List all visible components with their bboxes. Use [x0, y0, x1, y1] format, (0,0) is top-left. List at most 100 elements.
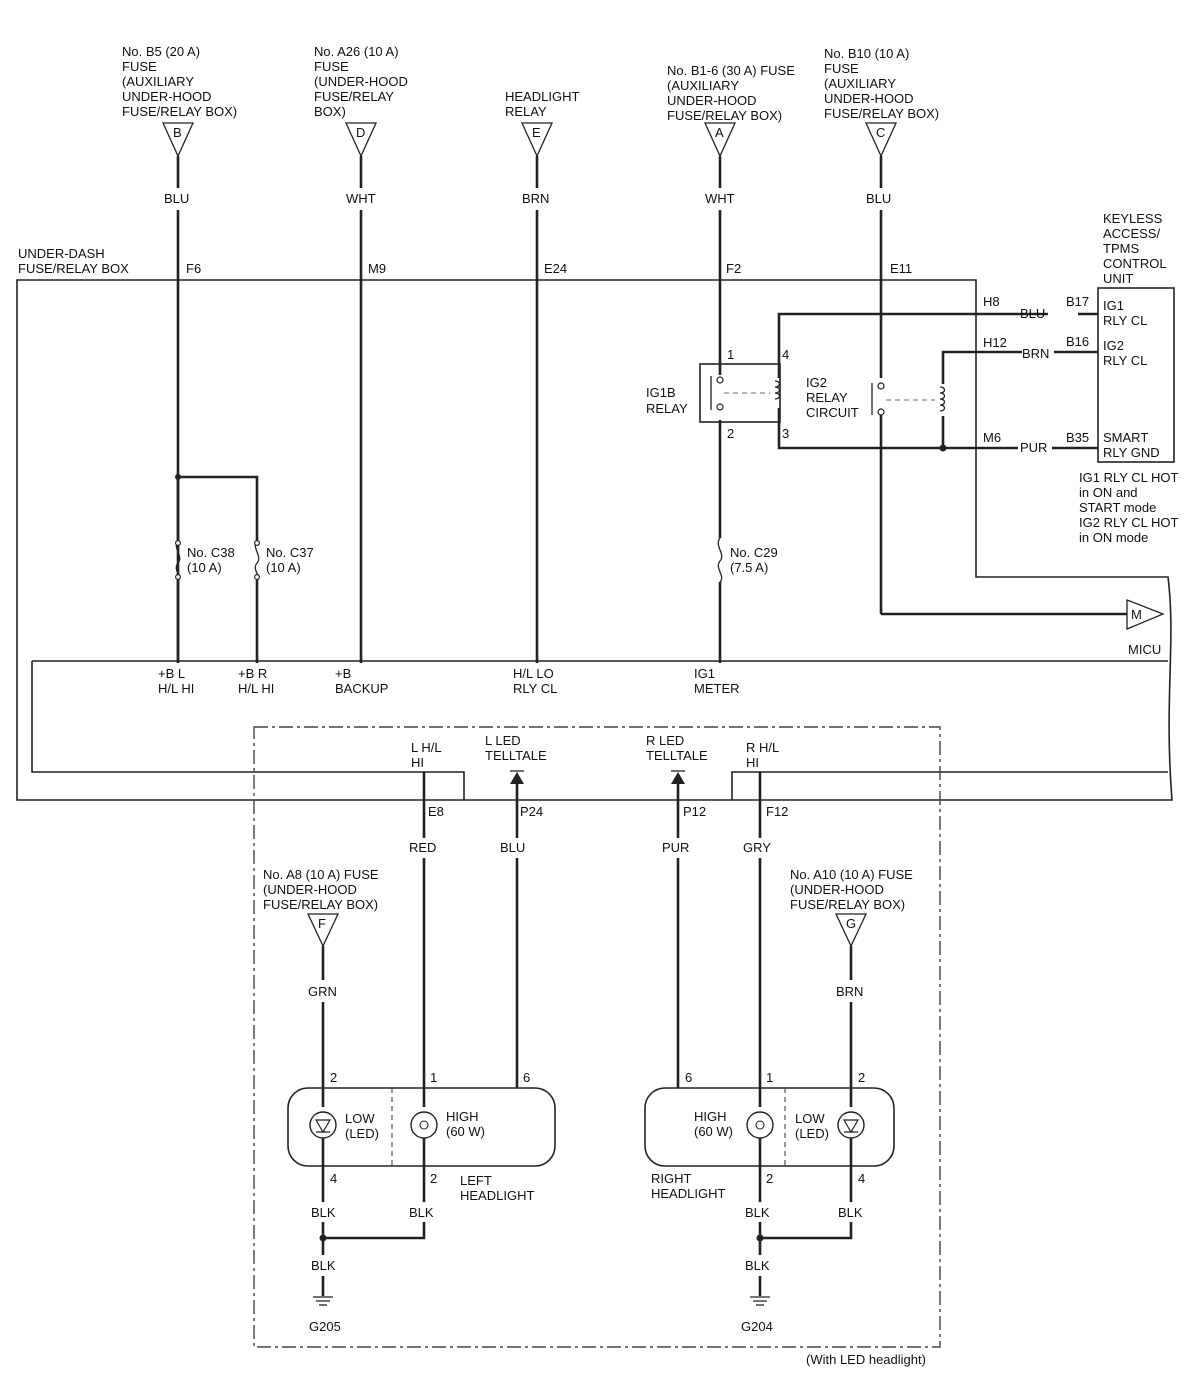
svg-text:RIGHT: RIGHT [651, 1171, 692, 1186]
pin-label: B17 [1066, 294, 1089, 309]
svg-text:ACCESS/: ACCESS/ [1103, 226, 1160, 241]
svg-text:HEADLIGHT: HEADLIGHT [651, 1186, 725, 1201]
source-b10-fuse: No. B10 (10 A) FUSE (AUXILIARY UNDER-HOO… [824, 46, 939, 276]
svg-text:No. B1-6 (30 A) FUSE: No. B1-6 (30 A) FUSE [667, 63, 795, 78]
pin-label: M6 [983, 430, 1001, 445]
svg-text:(60 W): (60 W) [446, 1124, 485, 1139]
svg-text:3: 3 [782, 426, 789, 441]
pin-label: P24 [520, 804, 543, 819]
svg-text:CIRCUIT: CIRCUIT [806, 405, 859, 420]
svg-text:KEYLESS: KEYLESS [1103, 211, 1163, 226]
wire-color-label: BLU [164, 191, 189, 206]
pin-label: M9 [368, 261, 386, 276]
wire-color-label: BRN [836, 984, 863, 999]
svg-text:in ON mode: in ON mode [1079, 530, 1148, 545]
wire-color-label: RED [409, 840, 436, 855]
svg-text:IG2: IG2 [1103, 338, 1124, 353]
svg-text:IG1: IG1 [1103, 298, 1124, 313]
svg-text:FUSE/RELAY BOX): FUSE/RELAY BOX) [667, 108, 782, 123]
svg-text:+B: +B [335, 666, 351, 681]
svg-text:2: 2 [858, 1070, 865, 1085]
svg-text:LOW: LOW [345, 1111, 375, 1126]
svg-text:(AUXILIARY: (AUXILIARY [824, 76, 896, 91]
svg-text:1: 1 [727, 347, 734, 362]
ground-label: G205 [309, 1319, 341, 1334]
svg-text:UNDER-HOOD: UNDER-HOOD [824, 91, 914, 106]
svg-text:(LED): (LED) [795, 1126, 829, 1141]
svg-text:4: 4 [330, 1171, 337, 1186]
source-a8-fuse: No. A8 (10 A) FUSE (UNDER-HOOD FUSE/RELA… [263, 867, 379, 999]
svg-text:D: D [356, 125, 365, 140]
svg-text:(UNDER-HOOD: (UNDER-HOOD [314, 74, 408, 89]
wire-color-label: BLK [311, 1205, 336, 1220]
left-headlight: 2 1 6 LOW (LED) HIGH (60 W) 4 2 LEFT HEA… [287, 1070, 556, 1334]
l-led-telltale-diode-icon [510, 770, 524, 784]
svg-text:UNDER-HOOD: UNDER-HOOD [667, 93, 757, 108]
connector-triangle [161, 122, 195, 158]
svg-text:H/L LO: H/L LO [513, 666, 554, 681]
pin-label: F12 [766, 804, 788, 819]
svg-text:F: F [318, 916, 326, 931]
svg-text:H/L HI: H/L HI [238, 681, 274, 696]
svg-text:FUSE/RELAY BOX): FUSE/RELAY BOX) [263, 897, 378, 912]
svg-text:RLY CL: RLY CL [1103, 313, 1147, 328]
connector-triangle [520, 122, 554, 158]
wire-color-label: BLU [866, 191, 891, 206]
under-dash-fuse-relay-box: UNDER-DASH FUSE/RELAY BOX [16, 246, 1173, 801]
wire-color-label: WHT [705, 191, 735, 206]
svg-text:UNDER-HOOD: UNDER-HOOD [122, 89, 212, 104]
svg-text:(AUXILIARY: (AUXILIARY [667, 78, 739, 93]
wire-color-label: WHT [346, 191, 376, 206]
svg-text:UNIT: UNIT [1103, 271, 1133, 286]
svg-text:HIGH: HIGH [446, 1109, 479, 1124]
pin-label: P12 [683, 804, 706, 819]
wire-color-label: BLK [745, 1205, 770, 1220]
pin-label: E8 [428, 804, 444, 819]
svg-text:FUSE/RELAY BOX): FUSE/RELAY BOX) [790, 897, 905, 912]
svg-text:(AUXILIARY: (AUXILIARY [122, 74, 194, 89]
svg-text:MICU: MICU [1128, 642, 1161, 657]
pin-label: E11 [890, 261, 912, 276]
connector-triangle [344, 122, 378, 158]
svg-text:No. B5 (20 A): No. B5 (20 A) [122, 44, 200, 59]
svg-text:RELAY: RELAY [646, 401, 688, 416]
lower-output-labels: L H/L HI L LED TELLTALE R LED TELLTALE R… [409, 733, 788, 855]
fuse-c38: No. C38 (10 A) [175, 477, 235, 663]
svg-text:IG2 RLY CL HOT: IG2 RLY CL HOT [1079, 515, 1179, 530]
svg-text:FUSE: FUSE [824, 61, 859, 76]
svg-text:TELLTALE: TELLTALE [646, 748, 708, 763]
wire-color-label: BRN [522, 191, 549, 206]
led-headlight-option-boundary [253, 726, 941, 1348]
svg-text:6: 6 [523, 1070, 530, 1085]
svg-text:No. A10 (10 A) FUSE: No. A10 (10 A) FUSE [790, 867, 913, 882]
pin-label: H8 [983, 294, 1000, 309]
svg-text:(7.5 A): (7.5 A) [730, 560, 768, 575]
svg-text:B: B [173, 125, 182, 140]
svg-text:+B L: +B L [158, 666, 185, 681]
pin-label: H12 [983, 335, 1007, 350]
source-b1-6-fuse: No. B1-6 (30 A) FUSE (AUXILIARY UNDER-HO… [667, 63, 795, 276]
bulb-icon [410, 1111, 438, 1139]
wire-color-label: GRY [743, 840, 771, 855]
source-a10-fuse: No. A10 (10 A) FUSE (UNDER-HOOD FUSE/REL… [790, 867, 913, 999]
wire-color-label: BLU [500, 840, 525, 855]
svg-text:+B R: +B R [238, 666, 267, 681]
micu-inner-labels: +B L H/L HI +B R H/L HI +B BACKUP H/L LO… [158, 666, 740, 696]
svg-text:TPMS: TPMS [1103, 241, 1139, 256]
wire-color-label: BLU [1020, 306, 1045, 321]
svg-text:FUSE/RELAY: FUSE/RELAY [314, 89, 394, 104]
footnote: (With LED headlight) [806, 1352, 926, 1367]
svg-text:L LED: L LED [485, 733, 521, 748]
wire-color-label: PUR [1020, 440, 1047, 455]
connector-triangle [864, 122, 898, 158]
svg-text:(UNDER-HOOD: (UNDER-HOOD [790, 882, 884, 897]
svg-text:IG1B: IG1B [646, 385, 676, 400]
right-headlight: 6 1 2 HIGH (60 W) LOW (LED) 2 4 RIGHT HE… [644, 1070, 895, 1334]
svg-text:(10 A): (10 A) [187, 560, 222, 575]
svg-text:LEFT: LEFT [460, 1173, 492, 1188]
svg-text:TELLTALE: TELLTALE [485, 748, 547, 763]
svg-text:(10 A): (10 A) [266, 560, 301, 575]
svg-text:4: 4 [858, 1171, 865, 1186]
svg-text:C: C [876, 125, 885, 140]
